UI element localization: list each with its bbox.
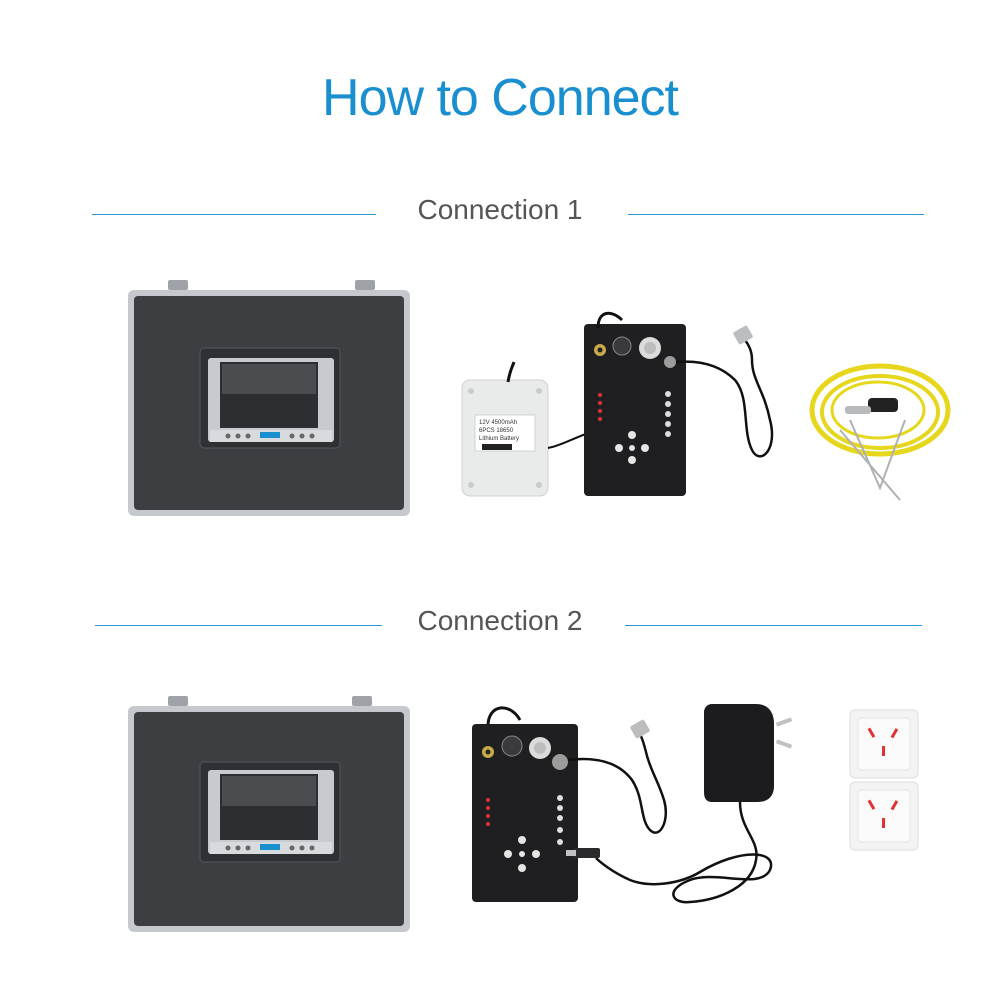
connection-2-scene [0, 690, 1000, 950]
yellow-cable-reel [809, 363, 951, 501]
wall-socket-top [849, 709, 919, 779]
camera-cable [675, 325, 774, 458]
page-title: How to Connect [322, 69, 679, 127]
power-adapter [566, 704, 793, 904]
battery-label-line-3: Lithium Battery [479, 436, 519, 442]
camera-cable [567, 719, 667, 834]
divider-left [92, 214, 376, 215]
divider-right [625, 625, 922, 626]
monitor-case [128, 696, 410, 932]
divider-left [95, 625, 382, 626]
section-2-heading: Connection 2 [0, 605, 1000, 645]
monitor-screen [208, 358, 334, 442]
controller-box [472, 706, 578, 902]
divider-right [628, 214, 924, 215]
monitor-screen [208, 770, 334, 854]
battery-label-line-1: 12V 4500mAh [479, 420, 517, 426]
controller-box [584, 311, 686, 496]
section-2-label: Connection 2 [417, 605, 583, 636]
section-1-label: Connection 1 [417, 194, 583, 225]
connection-1-scene: 12V 4500mAh 6PCS 18650 Lithium Battery [0, 270, 1000, 530]
battery-box: 12V 4500mAh 6PCS 18650 Lithium Battery [461, 361, 549, 497]
wall-socket-bottom [849, 781, 919, 851]
battery-label-line-2: 6PCS 18650 [479, 428, 514, 434]
monitor-case [128, 280, 410, 516]
section-1-heading: Connection 1 [0, 194, 1000, 234]
